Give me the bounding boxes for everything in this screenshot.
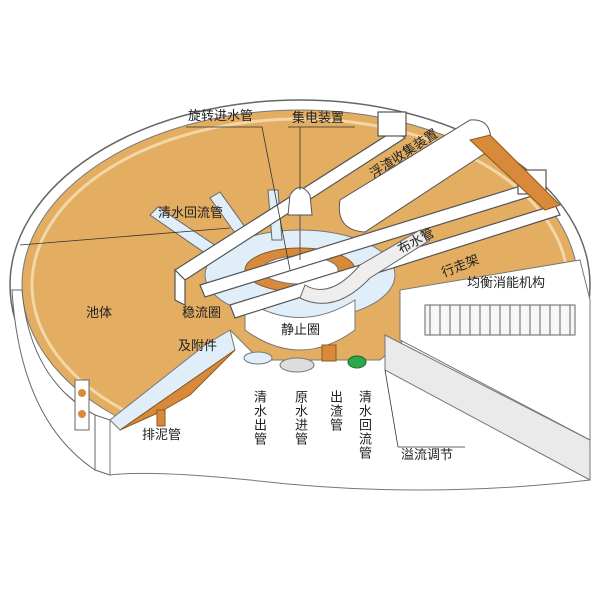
- leader-lines: [19, 126, 465, 448]
- label-energy-dissipation: 均衡消能机构: [467, 276, 546, 291]
- label-clear-water-return-pipe-bottom: 清水回流管: [356, 390, 371, 460]
- collector-device-shape: [287, 187, 313, 216]
- label-tank-body: 池体: [86, 306, 113, 321]
- label-rotary-inlet-pipe: 旋转进水管: [188, 109, 254, 124]
- static-ring: [244, 299, 356, 351]
- label-raw-water-inlet: 原水进管: [292, 390, 307, 446]
- return-pipe-cap: [347, 355, 367, 369]
- sludge-pipe-shape: [156, 409, 166, 427]
- label-clear-water-return-pipe-top: 清水回流管: [158, 206, 224, 221]
- sludge-hopper: [119, 349, 236, 431]
- label-stabilizing-ring: 稳流圈: [182, 306, 222, 321]
- energy-dissipation-fins: [424, 304, 576, 336]
- label-scum-outlet: 出渣管: [327, 390, 342, 432]
- label-clear-water-outlet: 清水出管: [251, 390, 266, 446]
- label-accessories: 及附件: [178, 339, 218, 354]
- gauge: [74, 379, 90, 431]
- distribution-pipe-shape: [299, 229, 431, 304]
- label-static-ring: 静止圈: [281, 323, 321, 338]
- right-wall-section: [384, 334, 591, 481]
- label-sludge-pipe: 排泥管: [142, 428, 182, 443]
- label-collector-device: 集电装置: [292, 111, 345, 126]
- label-overflow-adjust: 溢流调节: [401, 448, 454, 463]
